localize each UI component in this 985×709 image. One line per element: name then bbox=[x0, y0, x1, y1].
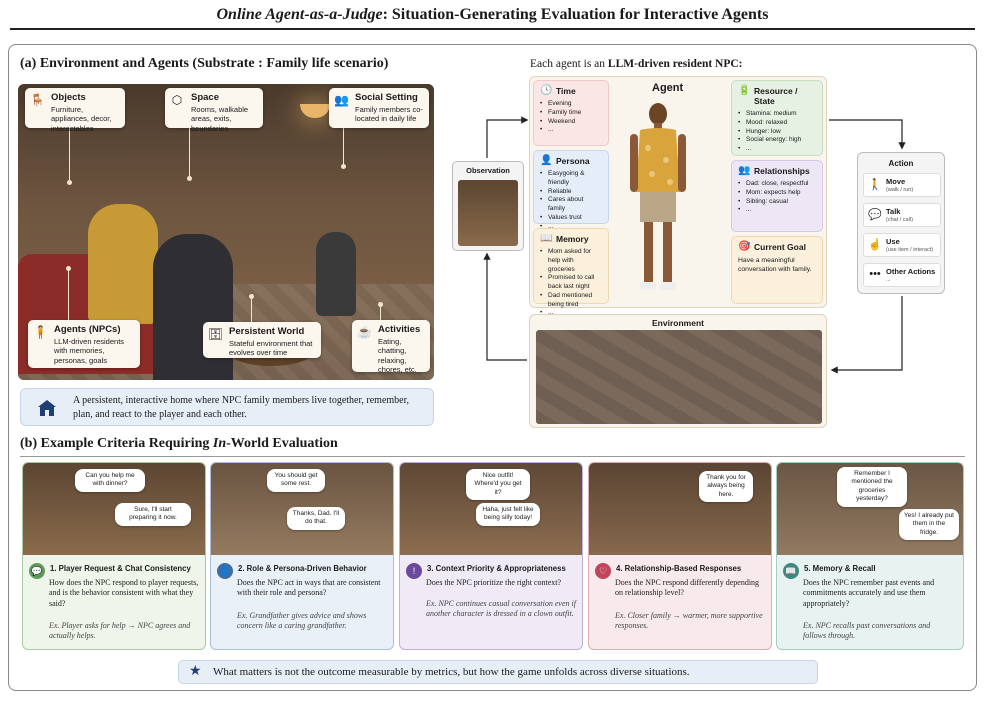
npc-figure-seated bbox=[316, 232, 356, 316]
people-icon: 👥 bbox=[334, 93, 349, 107]
chat-bubble-icon: 💬 bbox=[29, 563, 45, 579]
speech-bubble: Nice outfit! Where'd you get it? bbox=[466, 469, 530, 501]
action-other: ••• Other Actions ... bbox=[863, 263, 941, 287]
chair-icon: 🪑 bbox=[30, 93, 45, 107]
tag-activities: ☕ Activities Eating, chatting, relaxing,… bbox=[352, 320, 430, 374]
section-a-heading: (a) Environment and Agents (Substrate : … bbox=[20, 56, 389, 71]
agent-heading: Each agent is an LLM-driven resident NPC… bbox=[530, 58, 743, 70]
criterion-card-1: Can you help me with dinner? Sure, I'll … bbox=[22, 462, 206, 650]
criterion-card-4: Thank you for always being here. ♡ 4. Re… bbox=[588, 462, 772, 650]
speech-bubble: Thank you for always being here. bbox=[699, 471, 753, 503]
star-icon: ★ bbox=[189, 664, 202, 679]
player-figure bbox=[153, 234, 233, 380]
home-banner: A persistent, interactive home where NPC… bbox=[20, 388, 434, 426]
book-open-icon: 📖 bbox=[783, 563, 799, 579]
figure-title: Online Agent-as-a-Judge: Situation-Gener… bbox=[0, 6, 985, 24]
card-relationships: 👥 Relationships Dad: close, respectful M… bbox=[731, 160, 823, 232]
database-icon: 🗄 bbox=[208, 327, 224, 341]
tag-social-setting: 👥 Social Setting Family members co-locat… bbox=[329, 88, 429, 128]
title-italic: Online Agent-as-a-Judge bbox=[216, 6, 383, 23]
card-memory: 📖 Memory Mom asked for help with groceri… bbox=[533, 228, 609, 318]
cube-icon: ⬡ bbox=[171, 93, 183, 107]
criterion-card-5: Remember I mentioned the groceries yeste… bbox=[776, 462, 964, 650]
npc-figure bbox=[88, 204, 158, 324]
action-talk: 💬 Talk (chat / call) bbox=[863, 203, 941, 227]
speech-bubble: Thanks, Dad. I'll do that. bbox=[287, 507, 345, 530]
section-b-heading: (b) Example Criteria Requiring In-World … bbox=[20, 436, 338, 451]
chat-icon: 💬 bbox=[868, 209, 882, 221]
house-icon bbox=[38, 400, 56, 416]
figure-frame bbox=[8, 44, 977, 691]
criterion-card-2: You should get some rest. Thanks, Dad. I… bbox=[210, 462, 394, 650]
target-icon: 🎯 bbox=[738, 241, 751, 252]
walk-icon: 🚶 bbox=[868, 179, 882, 191]
card-persona: 👤 Persona Easygoing & friendly Reliable … bbox=[533, 150, 609, 231]
battery-icon: 🔋 bbox=[738, 85, 751, 96]
card-resource-state: 🔋 Resource / State Stamina: medium Mood:… bbox=[731, 80, 823, 156]
speech-bubble: You should get some rest. bbox=[267, 469, 325, 492]
person-circle-icon: 👤 bbox=[217, 563, 233, 579]
agent-title: Agent bbox=[652, 82, 684, 94]
book-icon: 📖 bbox=[540, 233, 553, 244]
footer-banner: ★ What matters is not the outcome measur… bbox=[178, 660, 818, 684]
action-move: 🚶 Move (walk / run) bbox=[863, 173, 941, 197]
speech-bubble: Yes! I already put them in the fridge. bbox=[899, 509, 959, 541]
environment-image bbox=[536, 330, 822, 424]
lamp bbox=[300, 104, 330, 118]
heart-icon: ♡ bbox=[595, 563, 611, 579]
title-rule bbox=[10, 28, 975, 30]
observation-panel: Observation bbox=[452, 161, 524, 251]
speech-bubble: Haha, just felt like being silly today! bbox=[476, 503, 540, 526]
action-panel: Action 🚶 Move (walk / run) 💬 Talk (chat … bbox=[857, 152, 945, 294]
speech-bubble: Sure, I'll start preparing it now. bbox=[115, 503, 191, 526]
section-b-rule bbox=[20, 456, 965, 457]
speech-bubble: Remember I mentioned the groceries yeste… bbox=[837, 467, 907, 507]
person-icon: 🧍 bbox=[33, 325, 48, 339]
exclamation-icon: ! bbox=[406, 563, 422, 579]
tag-persistent-world: 🗄 Persistent World Stateful environment … bbox=[203, 322, 321, 358]
speech-bubble: Can you help me with dinner? bbox=[75, 469, 145, 492]
criterion-card-3: Nice outfit! Where'd you get it? Haha, j… bbox=[399, 462, 583, 650]
clock-icon: 🕓 bbox=[540, 85, 553, 96]
card-time: 🕓 Time Evening Family time Weekend ... bbox=[533, 80, 609, 146]
title-rest: : Situation-Generating Evaluation for In… bbox=[382, 6, 769, 23]
tag-space: ⬡ Space Rooms, walkable areas, exits, bo… bbox=[165, 88, 263, 133]
ellipsis-icon: ••• bbox=[869, 268, 881, 280]
environment-panel: Environment bbox=[529, 314, 827, 428]
tag-agents: 🧍 Agents (NPCs) LLM-driven residents wit… bbox=[28, 320, 140, 368]
action-use: ☝ Use (use item / interact) bbox=[863, 233, 941, 257]
agent-character-icon bbox=[630, 103, 686, 290]
group-icon: 👥 bbox=[738, 165, 751, 176]
hand-icon: ☝ bbox=[868, 239, 882, 251]
observation-image bbox=[458, 180, 518, 246]
tag-objects: 🪑 Objects Furniture, appliances, decor, … bbox=[25, 88, 125, 133]
user-icon: 👤 bbox=[540, 155, 553, 166]
card-current-goal: 🎯 Current Goal Have a meaningful convers… bbox=[731, 236, 823, 304]
coffee-icon: ☕ bbox=[357, 325, 372, 339]
